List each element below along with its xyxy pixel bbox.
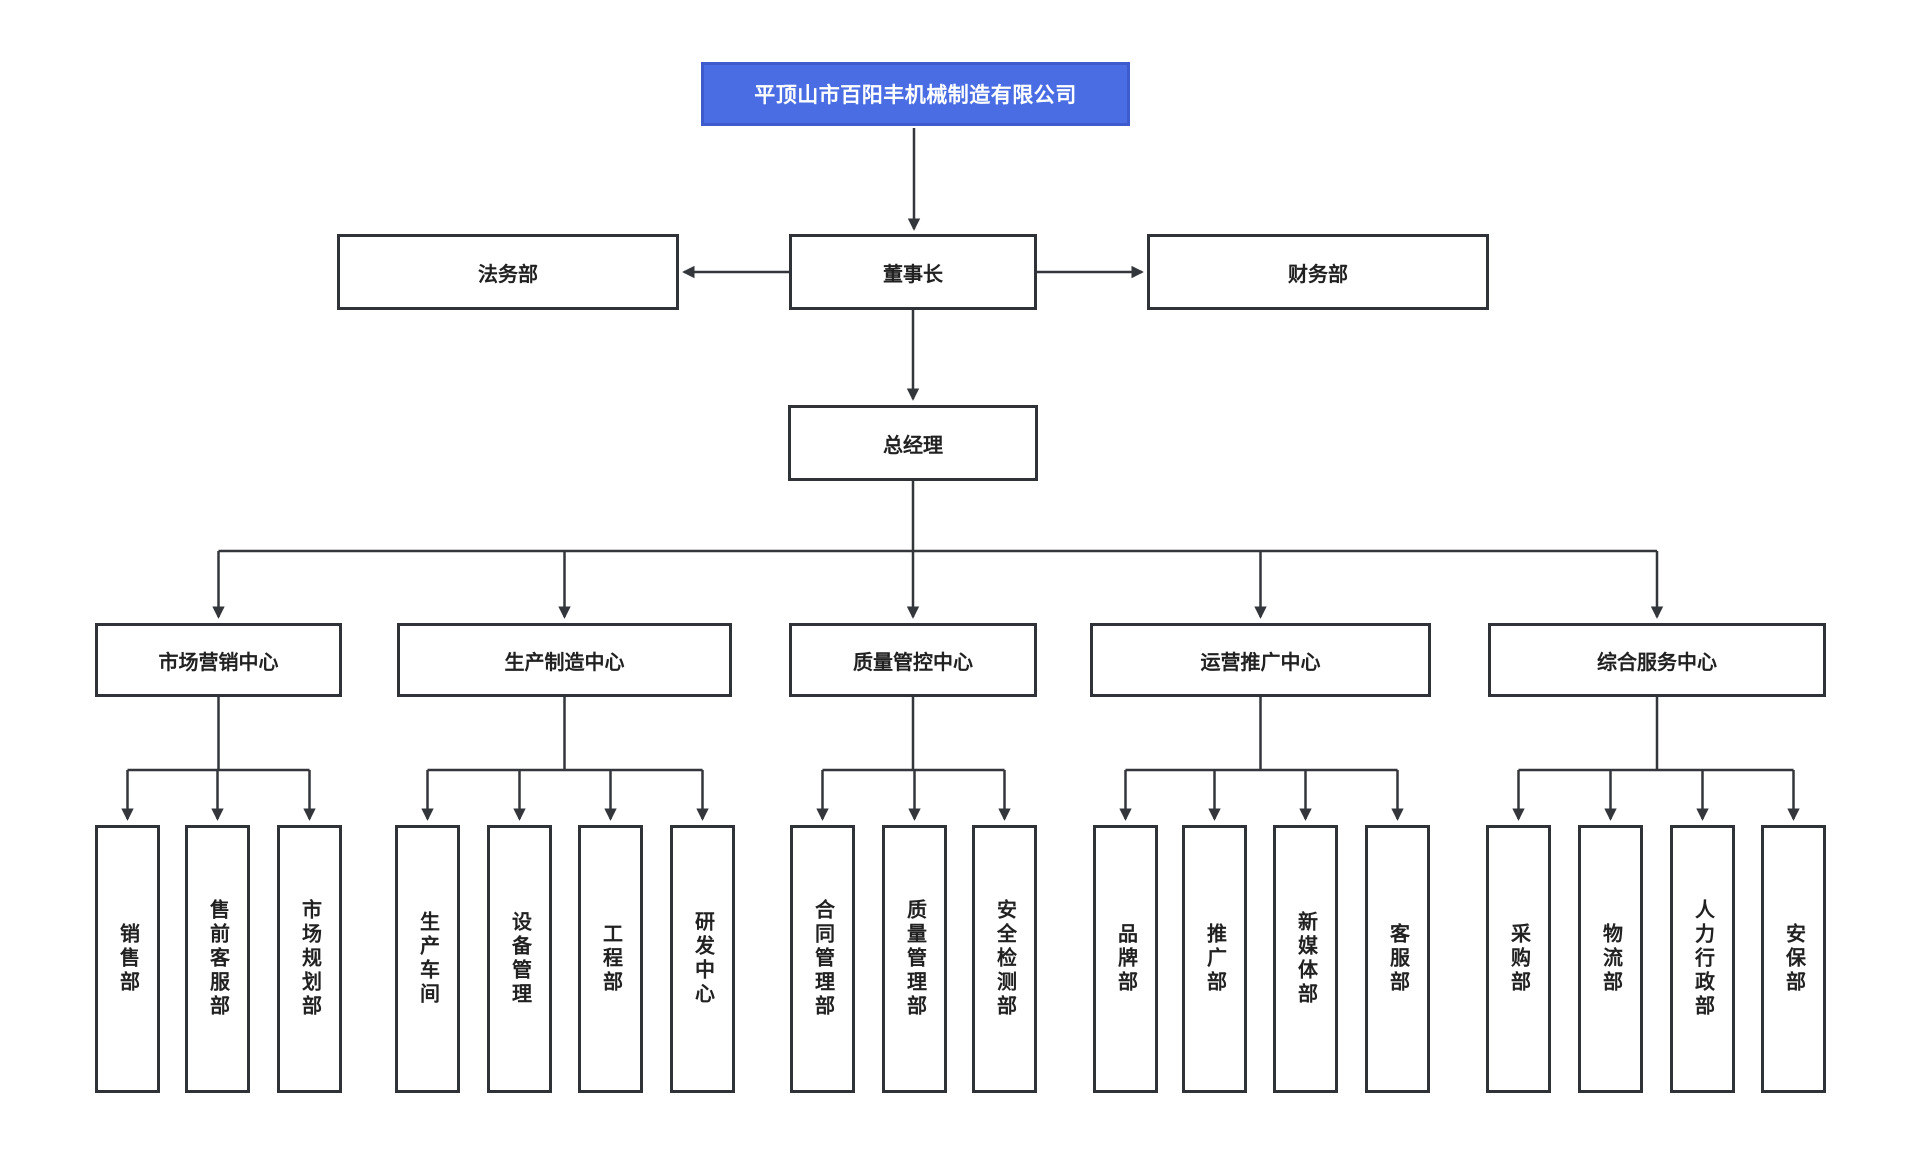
dept-label: 推广部 [1203,923,1226,995]
dept-label: 质量管理部 [903,899,926,1019]
finance-dept-node: 财务部 [1147,234,1489,310]
dept-node: 售前客服部 [185,825,250,1093]
dept-label: 研发中心 [691,911,714,1007]
chairman-label: 董事长 [883,263,943,286]
dept-label: 安全检测部 [993,899,1016,1019]
center-node-services: 综合服务中心 [1488,623,1826,697]
dept-label: 生产车间 [416,911,439,1007]
dept-node: 质量管理部 [882,825,947,1093]
general-manager-node: 总经理 [788,405,1038,481]
dept-label: 采购部 [1507,923,1530,995]
dept-label: 工程部 [599,923,622,995]
center-node-operations: 运营推广中心 [1090,623,1431,697]
dept-node: 推广部 [1182,825,1247,1093]
dept-node: 生产车间 [395,825,460,1093]
dept-node: 合同管理部 [790,825,855,1093]
center-label: 综合服务中心 [1597,651,1717,674]
dept-label: 设备管理 [508,911,531,1007]
dept-label: 客服部 [1386,923,1409,995]
dept-label: 售前客服部 [206,899,229,1019]
legal-dept-node: 法务部 [337,234,679,310]
dept-label: 安保部 [1782,923,1805,995]
dept-node: 安全检测部 [972,825,1037,1093]
dept-node: 人力行政部 [1670,825,1735,1093]
dept-node: 物流部 [1578,825,1643,1093]
dept-node: 采购部 [1486,825,1551,1093]
company-root-node: 平顶山市百阳丰机械制造有限公司 [701,62,1130,126]
center-label: 运营推广中心 [1200,651,1321,674]
dept-node: 销售部 [95,825,160,1093]
center-node-quality: 质量管控中心 [789,623,1037,697]
center-label: 质量管控中心 [853,651,973,674]
center-node-production: 生产制造中心 [397,623,732,697]
center-label: 生产制造中心 [504,651,625,674]
dept-node: 工程部 [578,825,643,1093]
dept-node: 品牌部 [1093,825,1158,1093]
dept-node: 客服部 [1365,825,1430,1093]
center-label: 市场营销中心 [158,651,279,674]
dept-label: 品牌部 [1114,923,1137,995]
center-node-marketing: 市场营销中心 [95,623,342,697]
dept-node: 安保部 [1761,825,1826,1093]
dept-node: 设备管理 [487,825,552,1093]
dept-node: 市场规划部 [277,825,342,1093]
dept-label: 新媒体部 [1294,911,1317,1007]
dept-node: 研发中心 [670,825,735,1093]
dept-label: 市场规划部 [298,899,321,1019]
dept-label: 物流部 [1599,923,1622,995]
company-name: 平顶山市百阳丰机械制造有限公司 [754,84,1077,107]
legal-dept-label: 法务部 [478,263,538,286]
general-manager-label: 总经理 [883,434,943,457]
dept-label: 合同管理部 [811,899,834,1019]
dept-label: 人力行政部 [1691,899,1714,1019]
dept-label: 销售部 [116,923,139,995]
finance-dept-label: 财务部 [1288,263,1348,286]
dept-node: 新媒体部 [1273,825,1338,1093]
chairman-node: 董事长 [789,234,1037,310]
